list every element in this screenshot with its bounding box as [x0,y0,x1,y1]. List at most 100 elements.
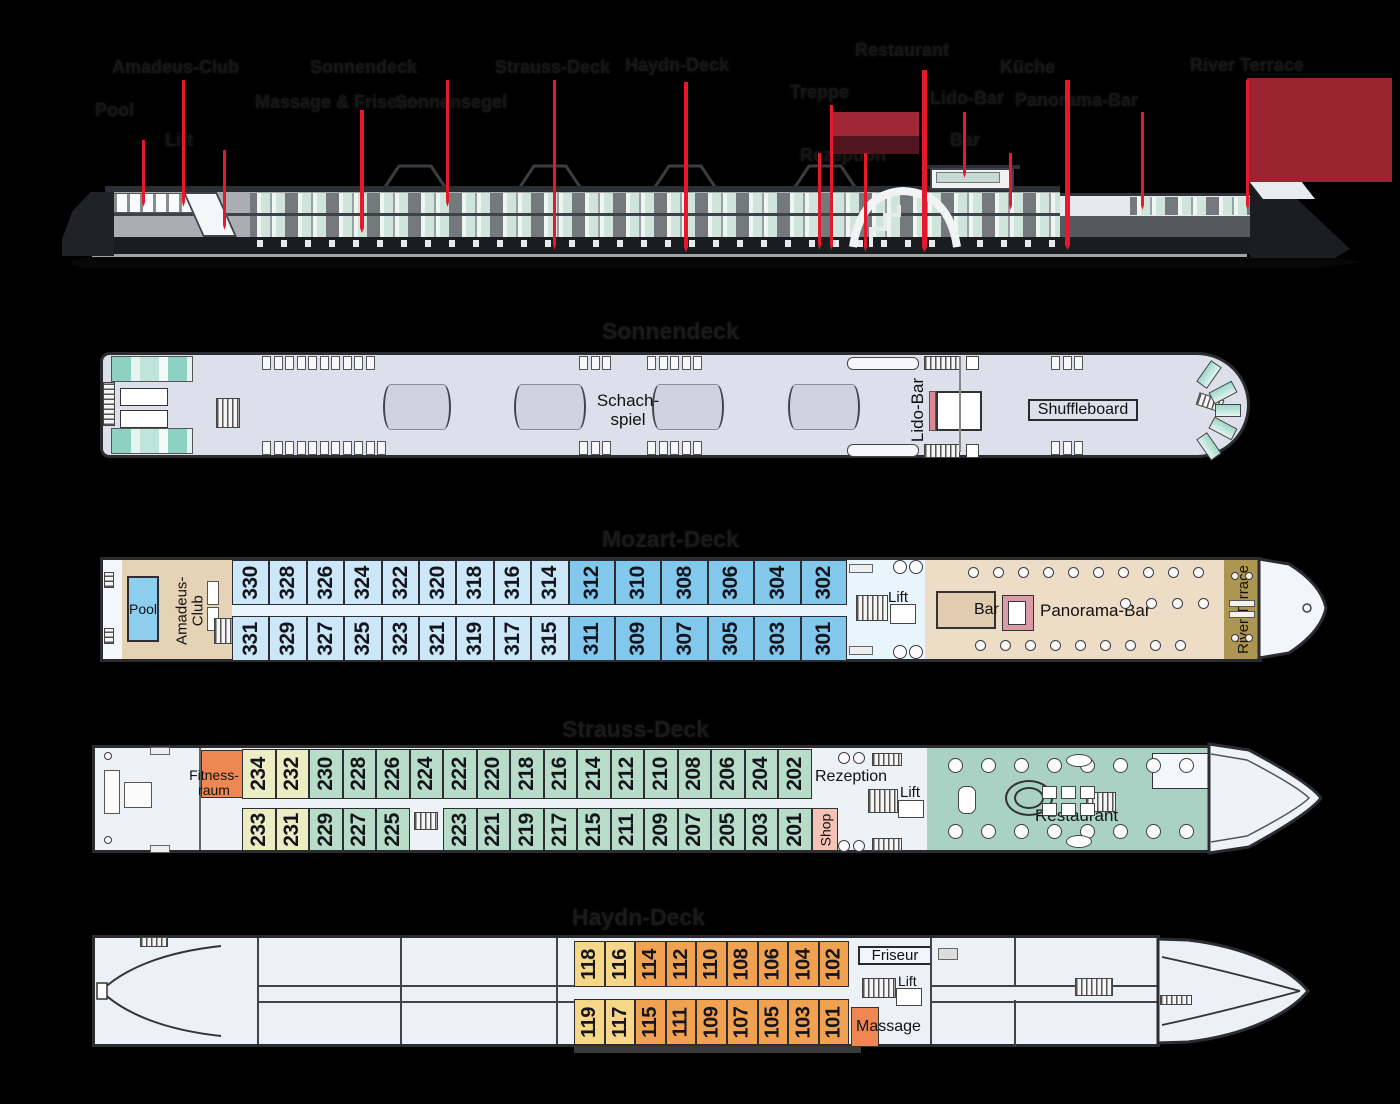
table [1066,754,1092,767]
cabin-221: 221 [476,808,510,851]
bar-label: Bar [974,601,999,618]
red-callout-line [1246,80,1249,210]
cabin-231: 231 [275,808,309,851]
table [1047,758,1062,773]
rezeption-label: Rezeption [815,768,888,785]
red-callout-line [922,70,927,252]
lounge-furniture [124,782,152,808]
cabin-218: 218 [510,749,544,799]
side-portholes [240,240,1060,247]
wall [1014,1000,1016,1047]
cabin-322: 322 [381,560,419,605]
wall [556,938,558,1044]
lounge-table [120,388,168,406]
cabin-321: 321 [419,616,457,661]
schachspiel-label: Schach-spiel [596,391,660,429]
red-callout-line [553,80,556,250]
cabin-312: 312 [568,560,615,605]
deck-chair [365,441,375,455]
red-callout-line [818,153,821,250]
amadeus-club-label: Amadeus-Club [173,576,206,646]
sun-terrace-benches-top [111,356,193,382]
lifeboat-icon [847,444,919,457]
bar-counter-inner [1008,601,1026,625]
table [981,824,996,839]
deck-chair [590,356,600,370]
side-view-label: Sonnendeck [310,57,418,77]
side-hull-strip [92,254,1247,258]
cabin-317: 317 [493,616,532,661]
deck-chair [365,356,375,370]
bench [938,948,958,960]
table [968,567,979,578]
cabin-311: 311 [568,616,615,661]
stairs [104,572,114,588]
red-callout-line [182,80,185,207]
table [1061,803,1076,816]
deck-chair [602,441,611,455]
deck-chair [693,441,702,455]
haydn-stern-lines [96,945,222,1037]
cabin-118: 118 [574,941,605,987]
table [958,786,976,814]
cabin-304: 304 [754,560,801,605]
table [1014,824,1029,839]
deck-chair [296,356,306,370]
cabin-215: 215 [577,808,611,851]
massage-room [851,1007,879,1047]
shop: Shop [812,808,838,851]
red-callout-line [1009,153,1012,210]
table [1093,567,1104,578]
cabin-325: 325 [344,616,382,661]
stairs [1160,995,1192,1005]
cabin-229: 229 [309,808,343,851]
table [1150,640,1161,651]
bench [849,646,873,655]
cabin-330: 330 [232,560,270,605]
deck-chair [319,441,329,455]
side-view-label: Amadeus-Club [112,57,240,77]
cabin-204: 204 [744,749,778,799]
lifeboat-icon [847,357,919,370]
cabin-329: 329 [269,616,307,661]
cabin-227: 227 [342,808,376,851]
cabin-324: 324 [344,560,382,605]
red-callout-line [142,140,145,207]
table [1080,803,1095,816]
cabin-226: 226 [376,749,410,799]
table [1100,640,1111,651]
cabin-320: 320 [419,560,457,605]
stairs [872,838,902,851]
awning-frames-icon [383,164,857,188]
table [1172,598,1183,609]
door-box [966,444,979,458]
cabin-307: 307 [661,616,708,661]
table [1018,567,1029,578]
deck-chair [1074,356,1083,370]
table [1047,824,1062,839]
table [1245,572,1253,580]
cabin-315: 315 [531,616,569,661]
cabin-303: 303 [754,616,801,661]
side-view-label: Restaurant [855,40,950,60]
table [1043,567,1054,578]
stairs [862,978,896,998]
deck-chair [693,356,702,370]
corridor-line [258,1001,574,1003]
table [1168,567,1179,578]
table [1068,567,1079,578]
sun-canopy [652,384,724,430]
table [948,824,963,839]
sun-canopy [788,384,860,430]
table [1175,640,1186,651]
door-box [966,356,979,370]
cabin-222: 222 [443,749,477,799]
sun-terrace-benches-bottom [111,428,193,454]
cabin-217: 217 [543,808,577,851]
fitness-room-label: Fitness-raum [189,767,239,799]
davit-icon [838,752,850,764]
cabin-323: 323 [381,616,419,661]
side-bow-lower [1060,216,1256,237]
cabin-328: 328 [269,560,307,605]
deck-chair [681,356,691,370]
